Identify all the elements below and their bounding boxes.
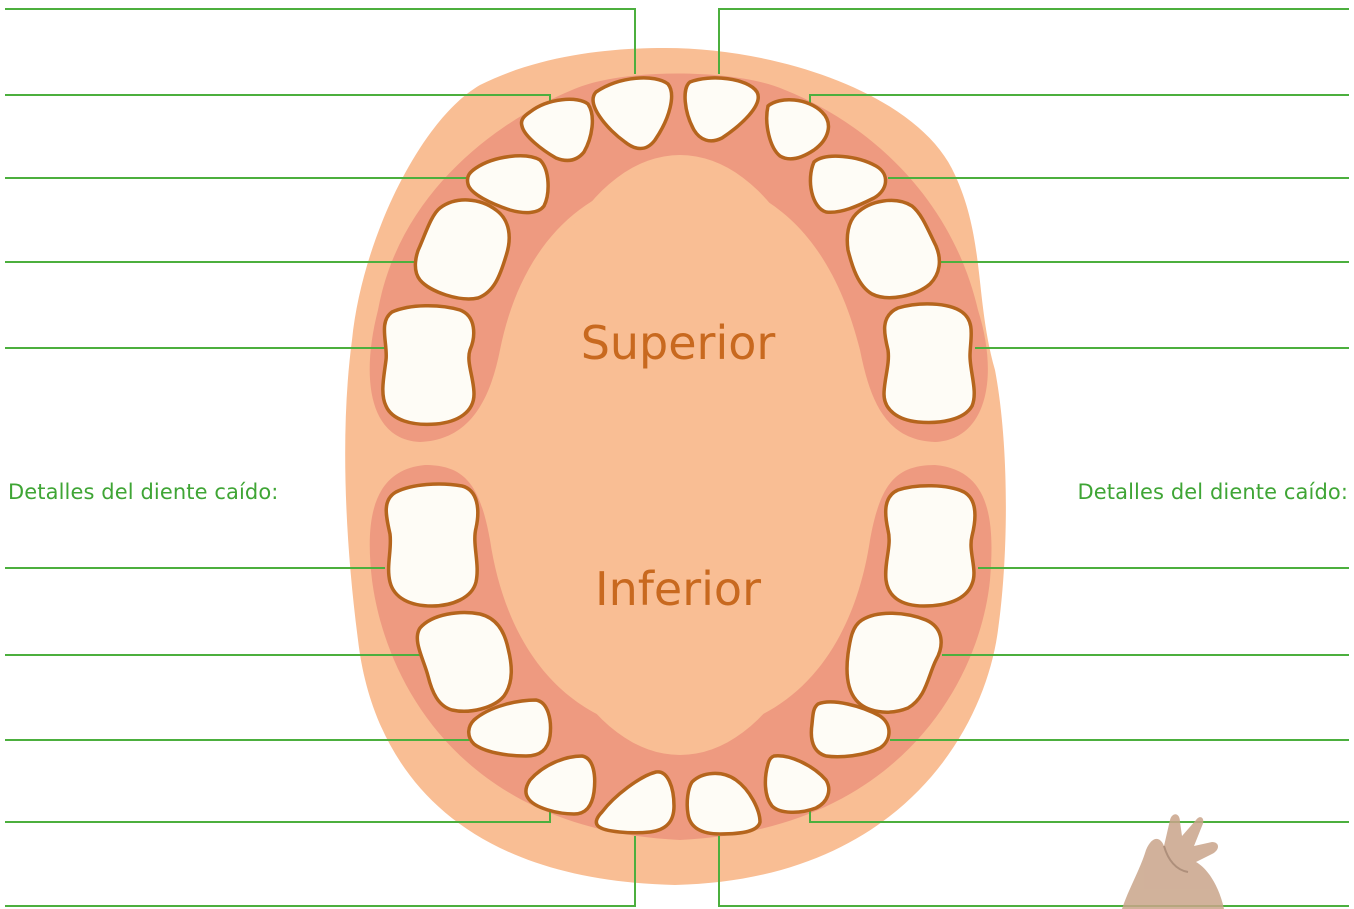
upper-left-second-molar[interactable]: [383, 306, 474, 425]
upper-jaw-label: Superior: [581, 316, 776, 370]
right-details-label: Detalles del diente caído:: [1078, 480, 1348, 504]
left-details-label: Detalles del diente caído:: [8, 480, 278, 504]
hand-icon: [1122, 814, 1224, 909]
lower-right-second-molar[interactable]: [886, 486, 975, 606]
upper-right-second-molar[interactable]: [884, 304, 974, 423]
palate: [515, 155, 845, 755]
line-upper-right-lateral-incisor: [810, 95, 1349, 104]
lower-left-second-molar[interactable]: [386, 484, 478, 606]
jaw: [345, 48, 1006, 885]
lower-jaw-label: Inferior: [595, 562, 761, 616]
line-upper-right-central-incisor: [719, 9, 1349, 74]
